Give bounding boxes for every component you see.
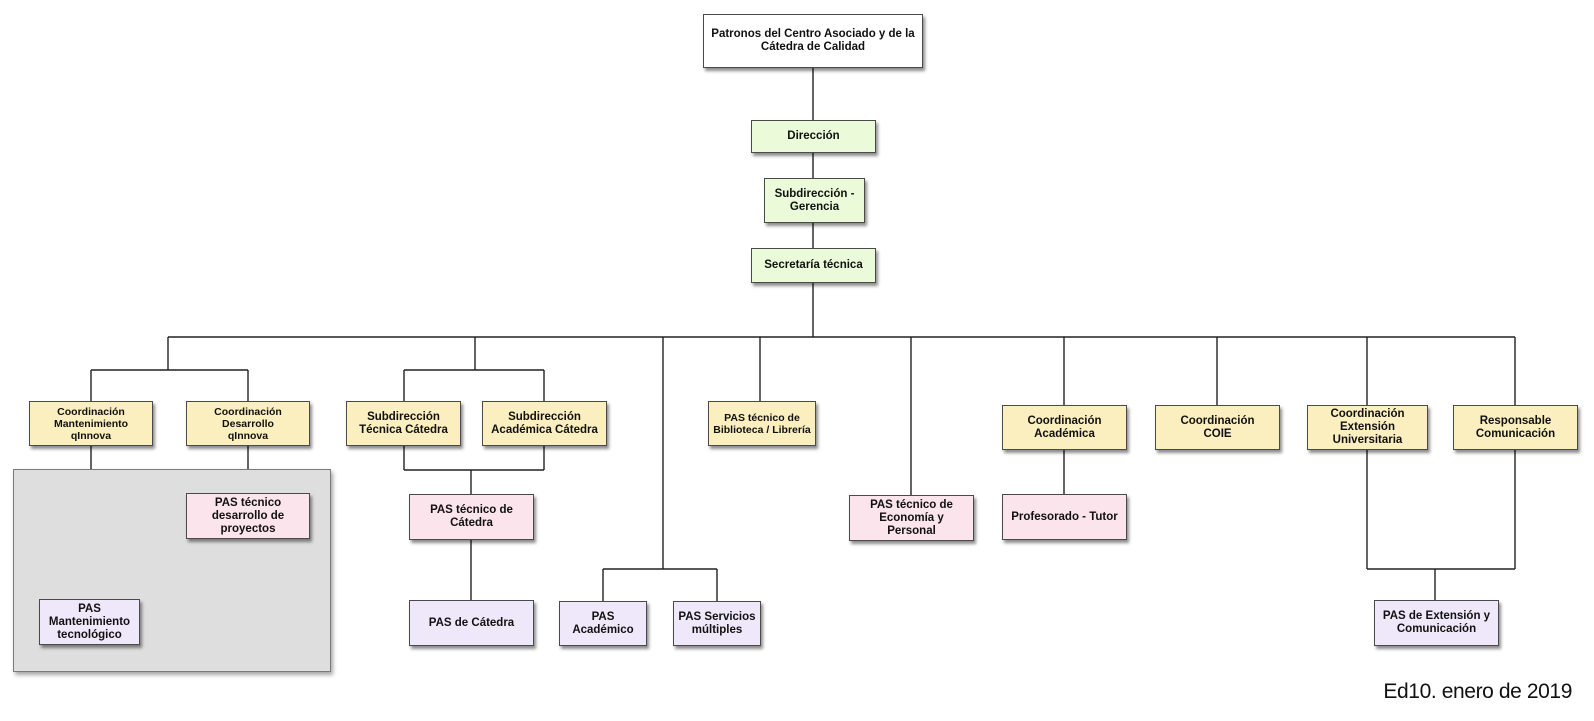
node-label: Responsable Comunicación	[1475, 414, 1556, 440]
node-pas-tecnico-biblioteca[interactable]: PAS técnico de Biblioteca / Librería	[708, 401, 816, 446]
node-pas-tecnico-desarrollo[interactable]: PAS técnico desarrollo de proyectos	[186, 493, 310, 539]
node-label: Secretaría técnica	[764, 259, 863, 271]
node-pas-tecnico-economia[interactable]: PAS técnico de Economía y Personal	[849, 495, 974, 541]
node-direccion[interactable]: Dirección	[751, 120, 876, 153]
node-coord-desarrollo[interactable]: Coordinación Desarrollo qInnova	[186, 401, 310, 446]
node-pas-catedra[interactable]: PAS de Cátedra	[409, 600, 534, 646]
node-subdireccion-gerencia[interactable]: Subdirección - Gerencia	[764, 178, 865, 223]
node-patronos[interactable]: Patronos del Centro Asociado y de la Cát…	[703, 14, 923, 68]
node-label: Coordinación Académica	[1027, 414, 1102, 440]
edition-label: Ed10. enero de 2019	[1383, 680, 1572, 703]
node-label: PAS Mantenimiento tecnológico	[48, 602, 131, 641]
node-label: Subdirección - Gerencia	[774, 187, 855, 213]
node-label: PAS técnico de Cátedra	[430, 504, 513, 529]
node-secretaria-tecnica[interactable]: Secretaría técnica	[751, 248, 876, 283]
node-profesorado-tutor[interactable]: Profesorado - Tutor	[1002, 494, 1127, 540]
node-label: PAS técnico de Biblioteca / Librería	[713, 411, 811, 436]
node-pas-servicios-multiples[interactable]: PAS Servicios múltiples	[673, 601, 761, 646]
node-label: PAS técnico desarrollo de proyectos	[211, 496, 285, 535]
node-coord-mantenimiento[interactable]: Coordinación Mantenimiento qInnova	[29, 401, 153, 446]
node-label: PAS Académico	[572, 610, 634, 636]
node-pas-extension-comunicacion[interactable]: PAS de Extensión y Comunicación	[1374, 600, 1499, 646]
node-pas-mantenimiento[interactable]: PAS Mantenimiento tecnológico	[39, 599, 140, 645]
node-subdireccion-academica-catedra[interactable]: Subdirección Académica Cátedra	[482, 401, 607, 446]
node-coord-coie[interactable]: Coordinación COIE	[1155, 405, 1280, 450]
node-label: PAS técnico de Economía y Personal	[870, 498, 953, 537]
node-label: Profesorado - Tutor	[1011, 510, 1118, 523]
node-pas-tecnico-catedra[interactable]: PAS técnico de Cátedra	[409, 494, 534, 540]
node-label: Coordinación Mantenimiento qInnova	[53, 405, 129, 442]
node-coord-extension[interactable]: Coordinación Extensión Universitaria	[1307, 405, 1428, 450]
node-label: Subdirección Técnica Cátedra	[359, 410, 448, 436]
node-pas-academico[interactable]: PAS Académico	[559, 601, 647, 646]
node-coord-academica[interactable]: Coordinación Académica	[1002, 405, 1127, 450]
node-label: Coordinación Desarrollo qInnova	[214, 405, 282, 442]
node-subdireccion-tecnica-catedra[interactable]: Subdirección Técnica Cátedra	[346, 401, 461, 446]
node-label: Patronos del Centro Asociado y de la Cát…	[711, 28, 915, 53]
node-label: PAS de Extensión y Comunicación	[1382, 610, 1491, 635]
node-label: Coordinación COIE	[1180, 414, 1255, 440]
node-label: Coordinación Extensión Universitaria	[1330, 408, 1405, 446]
node-label: PAS Servicios múltiples	[678, 610, 756, 636]
node-label: Subdirección Académica Cátedra	[491, 410, 598, 436]
node-label: PAS de Cátedra	[428, 616, 515, 629]
node-responsable-comunicacion[interactable]: Responsable Comunicación	[1453, 405, 1578, 450]
node-label: Dirección	[787, 130, 840, 142]
